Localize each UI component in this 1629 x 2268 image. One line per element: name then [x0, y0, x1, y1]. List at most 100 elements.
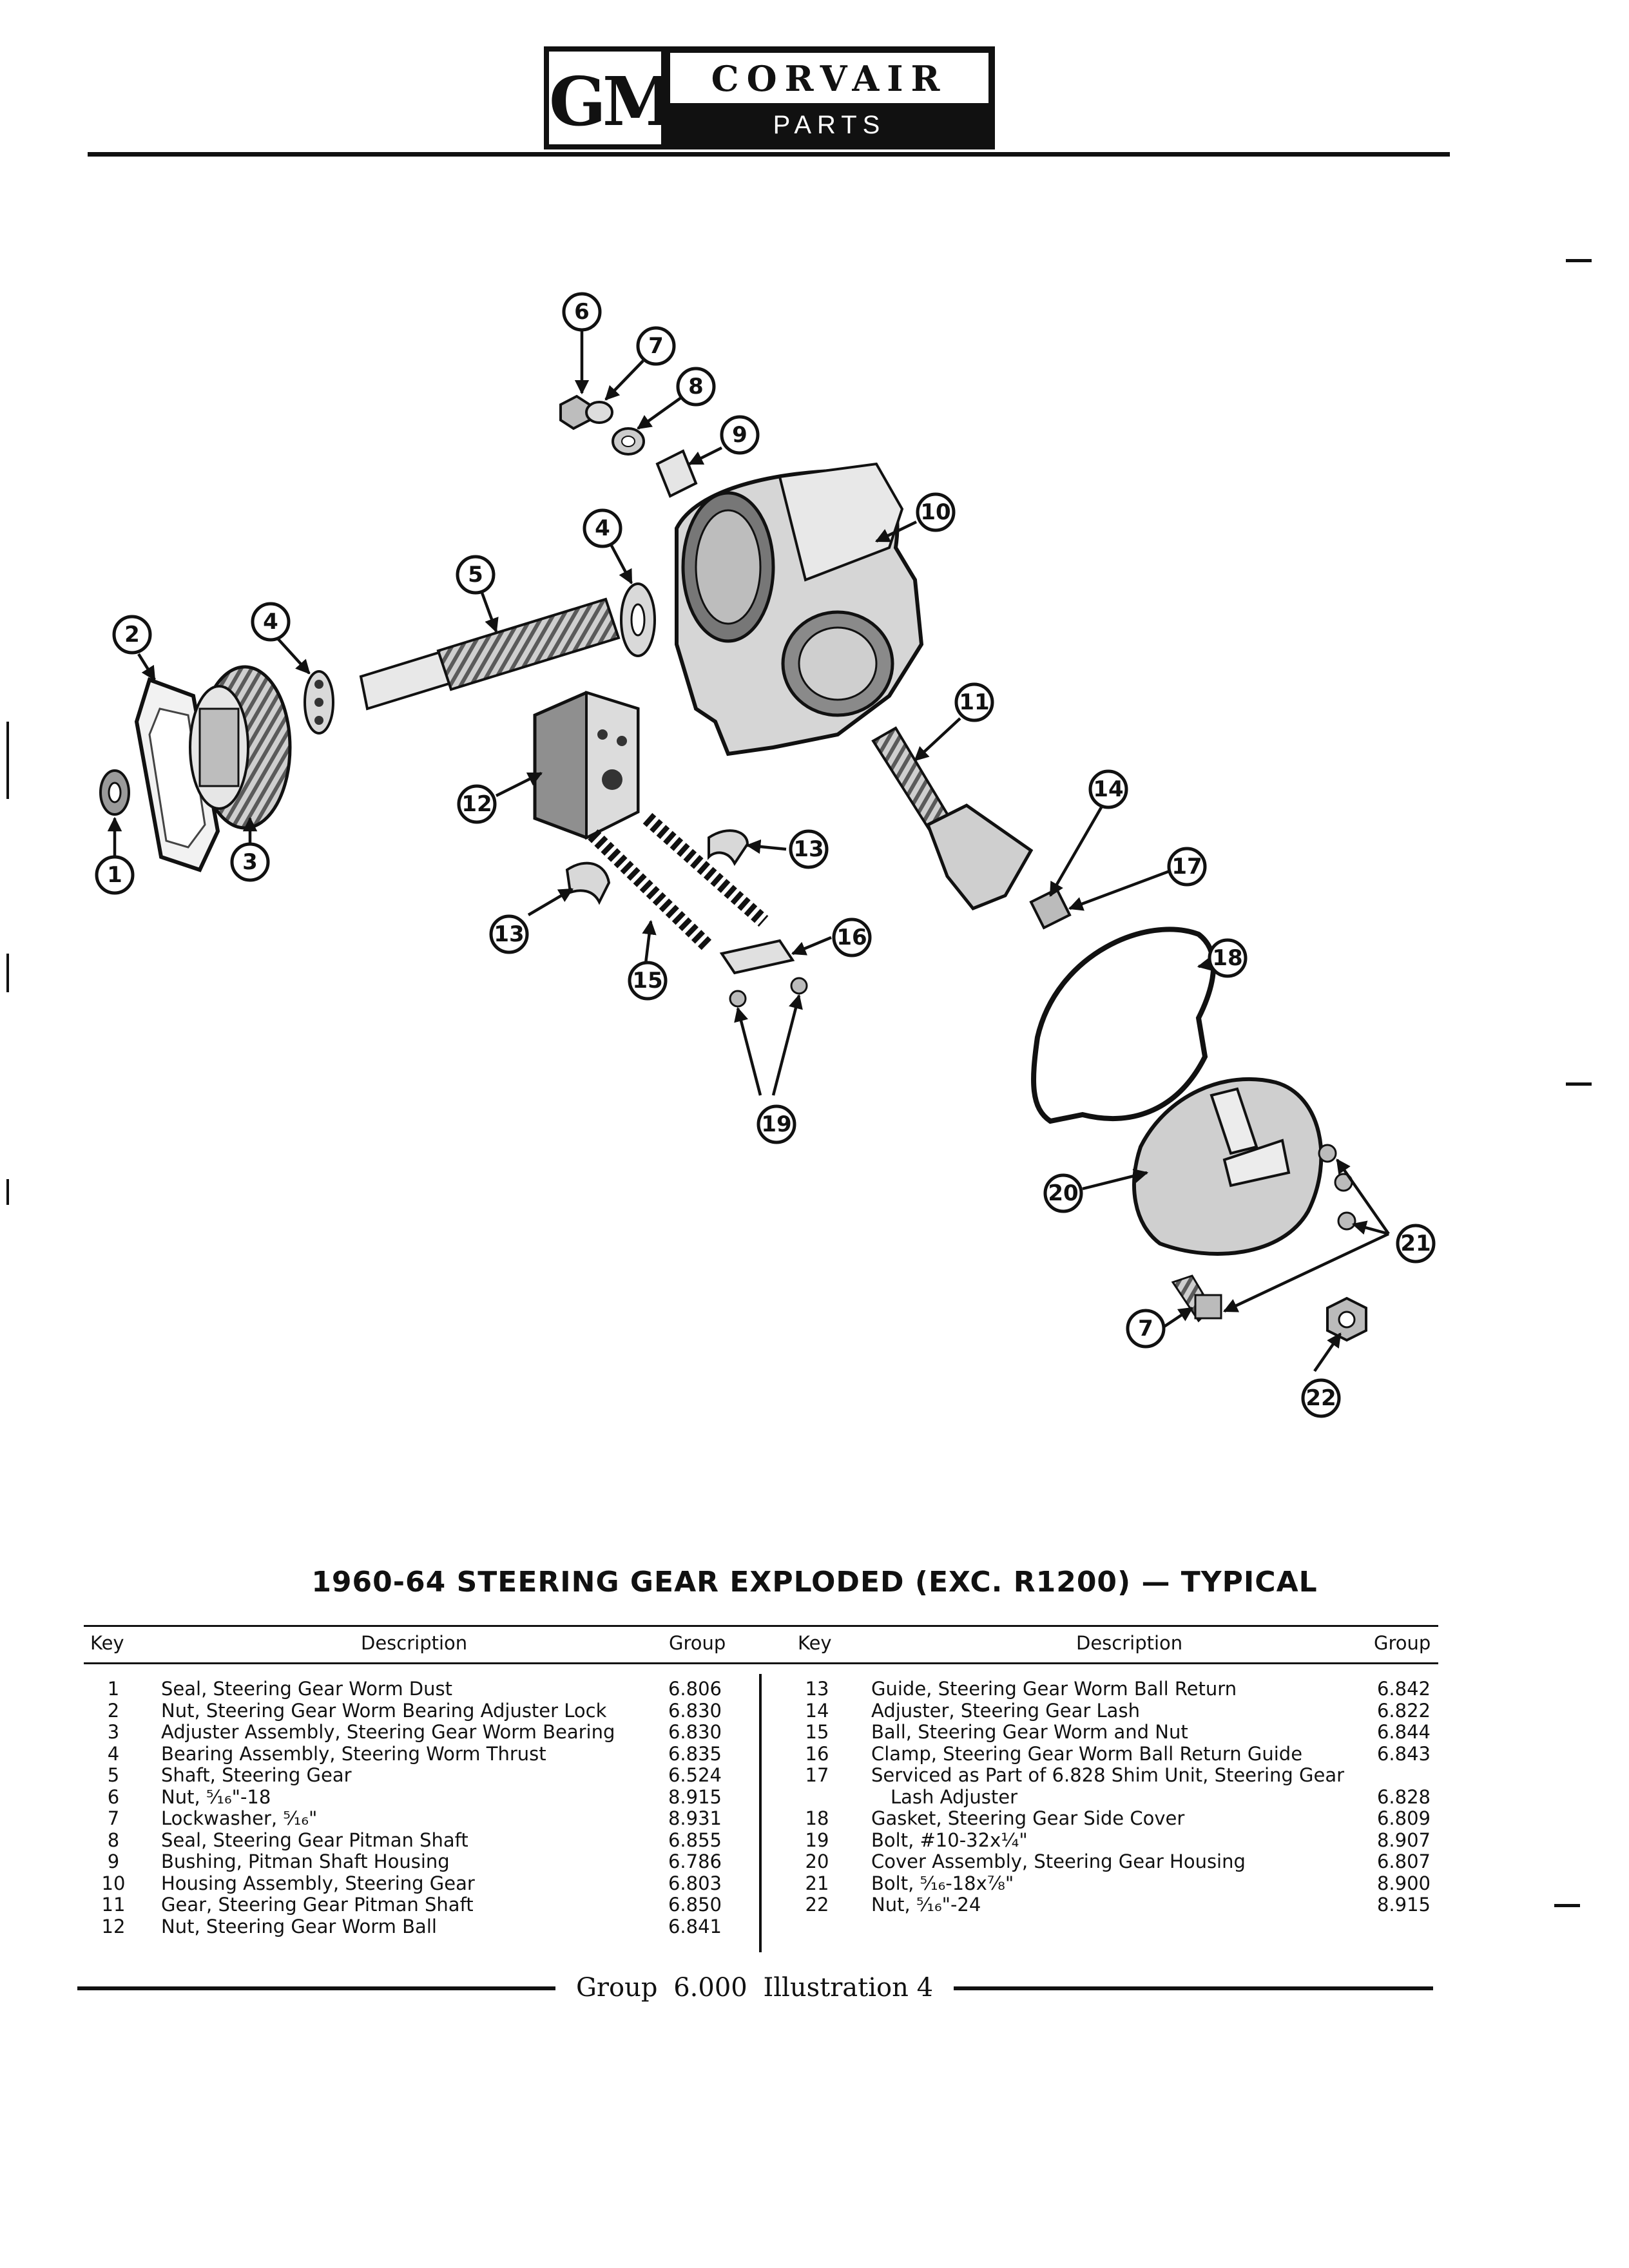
footer-rule-left — [77, 1986, 555, 1990]
exploded-diagram: 1 2 3 4 4 5 6 7 7 8 9 10 11 12 13 13 14 … — [95, 292, 1436, 1418]
part-22-nut — [1326, 1296, 1367, 1342]
row-description: Gasket, Steering Gear Side Cover — [871, 1807, 1185, 1829]
gm-logo-box: GM — [544, 46, 677, 149]
callout-18: 18 — [1208, 938, 1248, 978]
part-5-worm-shaft — [359, 597, 621, 711]
scan-mark — [1554, 1904, 1580, 1907]
row-description: Bearing Assembly, Steering Worm Thrust — [161, 1742, 546, 1765]
part-4-thrust-bearing-right — [620, 582, 656, 657]
row-description: Housing Assembly, Steering Gear — [161, 1872, 475, 1894]
table-row: 2 Nut, Steering Gear Worm Bearing Adjuste… — [84, 1700, 1438, 1722]
svg-text:1: 1 — [107, 862, 122, 888]
part-12-ball-nut — [533, 691, 640, 840]
row-description: Bolt, #10-32x¼" — [871, 1829, 1028, 1851]
part-13-return-guides — [565, 829, 749, 905]
table-row: Lash Adjuster 6.828 — [84, 1786, 1438, 1808]
illustration-caption: 1960-64 STEERING GEAR EXPLODED (EXC. R12… — [311, 1566, 1318, 1599]
part-11-pitman-shaft — [871, 726, 1034, 911]
row-group: 6.835 — [668, 1742, 722, 1765]
svg-text:6: 6 — [574, 299, 590, 325]
header-description-left: Description — [361, 1632, 468, 1654]
footer-group-number: 6.000 — [673, 1973, 747, 2003]
svg-text:13: 13 — [494, 921, 524, 947]
row-description: Lash Adjuster — [891, 1785, 1018, 1808]
catalogue-title: CORVAIR — [711, 58, 948, 99]
part-14-lash-adjuster — [1029, 887, 1072, 930]
svg-text:4: 4 — [263, 609, 278, 635]
svg-text:21: 21 — [1400, 1231, 1431, 1256]
row-group: 6.830 — [668, 1699, 722, 1722]
header-rule — [88, 152, 1450, 157]
table-header-rule — [84, 1662, 1438, 1664]
row-group: 6.855 — [668, 1829, 722, 1851]
row-key: 8 — [107, 1829, 120, 1851]
part-10-gear-housing — [675, 462, 924, 756]
row-key: 17 — [805, 1764, 829, 1786]
row-group: 6.850 — [668, 1894, 722, 1916]
row-description: Bolt, ⁵⁄₁₆-18x⅞" — [871, 1872, 1014, 1894]
row-key: 14 — [805, 1699, 829, 1722]
scan-mark — [6, 722, 9, 799]
part-4-thrust-bearing-left — [304, 670, 334, 735]
row-group: 6.828 — [1376, 1785, 1431, 1808]
callout-15: 15 — [628, 961, 668, 1001]
row-group: 6.822 — [1376, 1699, 1431, 1722]
callout-7-top: 7 — [636, 326, 676, 366]
leader-lines — [107, 331, 1390, 1372]
callout-6: 6 — [562, 292, 602, 332]
footer-group-label: Group — [575, 1973, 658, 2003]
svg-text:18: 18 — [1212, 945, 1242, 971]
svg-text:8: 8 — [688, 374, 704, 399]
row-group: 8.907 — [1376, 1829, 1431, 1851]
row-description: Nut, Steering Gear Worm Bearing Adjuster… — [161, 1699, 607, 1722]
row-key: 4 — [107, 1742, 120, 1765]
row-key: 21 — [805, 1872, 829, 1894]
svg-text:16: 16 — [836, 925, 867, 950]
callout-20: 20 — [1043, 1173, 1083, 1213]
corvair-parts-catalogue-logo: GM CORVAIR PARTS CATALOGUE — [544, 46, 995, 178]
row-description: Clamp, Steering Gear Worm Ball Return Gu… — [871, 1742, 1303, 1765]
row-group: 6.803 — [668, 1872, 722, 1894]
row-group: 6.842 — [1376, 1678, 1431, 1700]
row-key: 1 — [107, 1678, 120, 1700]
row-key: 9 — [107, 1850, 120, 1872]
svg-text:5: 5 — [468, 562, 483, 588]
page-footer: Group 6.000 Illustration 4 — [0, 1968, 1629, 2007]
row-description: Adjuster, Steering Gear Lash — [871, 1699, 1140, 1722]
callout-8: 8 — [676, 367, 716, 407]
row-description: Nut, ⁵⁄₁₆"-24 — [871, 1894, 981, 1916]
svg-text:2: 2 — [124, 622, 140, 648]
row-description: Bushing, Pitman Shaft Housing — [161, 1850, 450, 1872]
callout-17: 17 — [1167, 847, 1207, 887]
row-key: 20 — [805, 1850, 829, 1872]
row-group: 6.809 — [1376, 1807, 1431, 1829]
svg-text:9: 9 — [732, 422, 747, 448]
row-key: 2 — [107, 1699, 120, 1722]
row-group: 8.931 — [668, 1807, 722, 1829]
svg-text:14: 14 — [1093, 776, 1123, 802]
callout-14: 14 — [1088, 769, 1128, 809]
part-1-dust-seal — [99, 769, 130, 816]
row-group: 6.841 — [668, 1915, 722, 1937]
row-group: 6.806 — [668, 1678, 722, 1700]
row-group: 8.915 — [668, 1785, 722, 1808]
footer-label: Group 6.000 Illustration 4 — [555, 1968, 954, 2007]
callout-16: 16 — [832, 918, 872, 957]
svg-text:12: 12 — [461, 791, 492, 817]
svg-text:7: 7 — [1138, 1316, 1153, 1341]
header-key-left: Key — [90, 1632, 124, 1654]
